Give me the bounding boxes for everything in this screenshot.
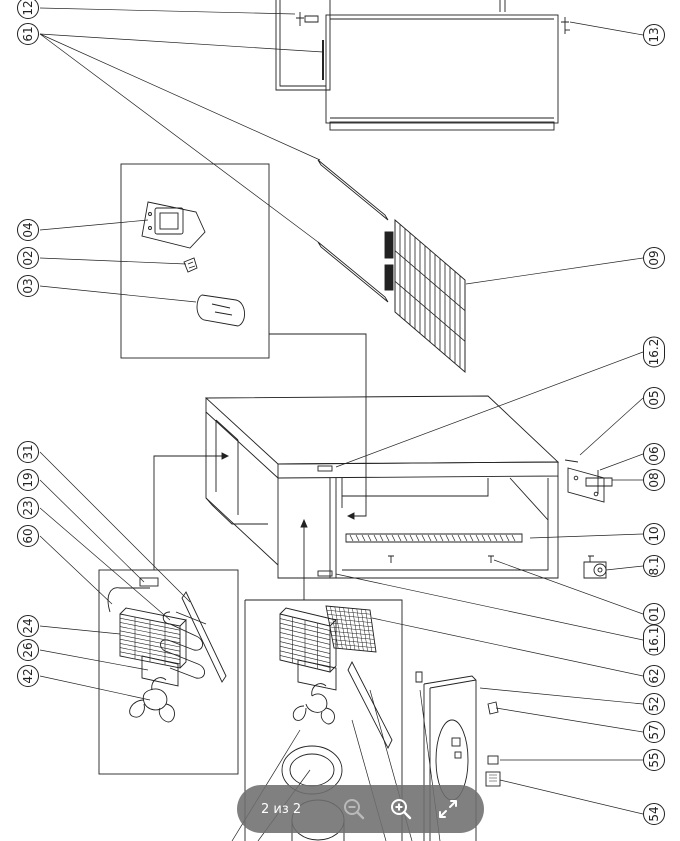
callouts: 12 61 13 04 02 03 09 16.2 05 31 06 19 08… [17,0,665,825]
castor [583,555,607,579]
svg-text:31: 31 [21,444,35,459]
fullscreen-icon [439,800,458,818]
svg-text:23: 23 [21,500,35,515]
callout-60: 60 [17,525,39,547]
svg-text:03: 03 [21,278,35,293]
viewer-toolbar: 2 из 2 [237,785,484,833]
callout-01: 01 [643,603,665,625]
callout-23: 23 [17,497,39,519]
fullscreen-button[interactable] [427,787,470,831]
door-panel [275,0,570,131]
svg-text:16.1: 16.1 [647,627,661,654]
svg-text:54: 54 [647,806,661,821]
svg-text:60: 60 [21,528,35,543]
callout-26: 26 [17,639,39,661]
svg-text:19: 19 [21,472,35,487]
light-parts-box [120,163,270,359]
svg-text:01: 01 [647,606,661,621]
callout-08: 08 [643,469,665,491]
callout-8-1: 8.1 [643,555,665,577]
svg-text:24: 24 [21,618,35,633]
svg-text:42: 42 [21,668,35,683]
zoom-in-icon [391,799,412,820]
connector-lines [153,333,367,600]
side-hardware [564,459,613,503]
svg-text:62: 62 [647,668,661,683]
callout-10: 10 [643,523,665,545]
evaporator-box [98,569,239,775]
callout-06: 06 [643,443,665,465]
callout-55: 55 [643,749,665,771]
callout-02: 02 [17,247,39,269]
callout-05: 05 [643,387,665,409]
callout-54: 54 [643,803,665,825]
leader-lines [39,7,644,841]
svg-text:12: 12 [21,0,35,15]
callout-42: 42 [17,665,39,687]
callout-62: 62 [643,665,665,687]
zoom-out-icon [343,799,364,820]
svg-text:57: 57 [647,724,661,739]
condenser-box [244,599,403,841]
svg-text:52: 52 [647,696,661,711]
cabinet-body [204,395,560,579]
svg-text:26: 26 [21,642,35,657]
svg-text:13: 13 [647,27,661,42]
svg-text:16.2: 16.2 [647,339,661,366]
callout-16-1: 16.1 [643,624,665,656]
callout-04: 04 [17,219,39,241]
svg-text:06: 06 [647,446,661,461]
callout-13: 13 [643,24,665,46]
callout-31: 31 [17,441,39,463]
page-counter: 2 из 2 [261,801,302,817]
callout-03: 03 [17,275,39,297]
zoom-out-button[interactable] [332,787,375,831]
callout-57: 57 [643,721,665,743]
svg-text:55: 55 [647,752,661,767]
zoom-in-button[interactable] [379,787,422,831]
svg-text:08: 08 [647,472,661,487]
rail-parts [317,159,389,303]
callout-12: 12 [17,0,39,19]
callout-16-2: 16.2 [643,336,665,368]
svg-text:8.1: 8.1 [647,556,661,575]
svg-text:04: 04 [21,222,35,237]
callout-61: 61 [17,23,39,45]
svg-text:05: 05 [647,390,661,405]
callout-24: 24 [17,615,39,637]
grid-shelf [384,219,466,373]
svg-text:02: 02 [21,250,35,265]
svg-text:10: 10 [647,526,661,541]
callout-52: 52 [643,693,665,715]
svg-text:09: 09 [647,250,661,265]
svg-text:61: 61 [21,26,35,41]
callout-09: 09 [643,247,665,269]
callout-19: 19 [17,469,39,491]
